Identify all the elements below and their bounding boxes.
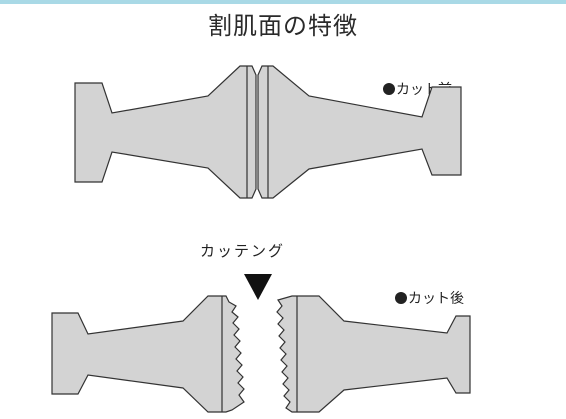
top-accent-bar <box>0 0 566 4</box>
after-cut-right-body <box>276 295 471 413</box>
bullet-dot-icon <box>395 292 407 304</box>
bullet-dot-icon <box>383 83 395 95</box>
after-cut-text: カット後 <box>408 291 464 307</box>
before-cut-left-half <box>74 65 257 199</box>
after-cut-label: カット後 <box>395 288 464 308</box>
before-cut-right-half <box>257 65 462 199</box>
after-cut-right-piece <box>276 295 471 413</box>
after-cut-left-piece <box>51 295 245 413</box>
cutting-arrow-icon <box>244 274 272 300</box>
diagram-title: 割肌面の特徴 <box>208 12 358 40</box>
after-cut-left-body <box>51 295 245 413</box>
before-cut-piece <box>74 65 462 199</box>
cutting-label: カッテング <box>200 242 286 260</box>
